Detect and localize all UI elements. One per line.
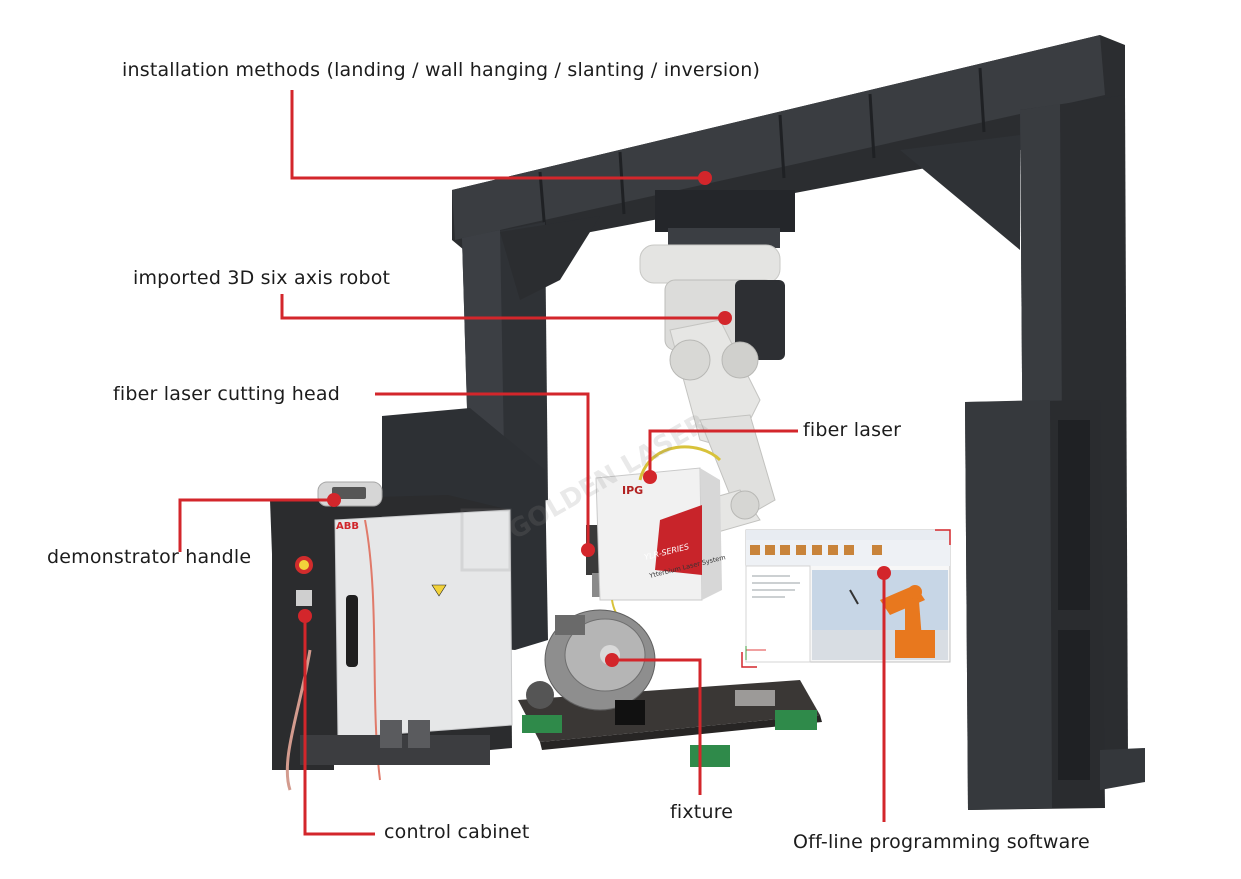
cabinet-door xyxy=(334,509,513,739)
callout-head-line xyxy=(375,392,590,548)
callout-offline-dot xyxy=(877,566,891,580)
fiber-laser-unit: IPG YLR-SERIES Ytterbium Laser System xyxy=(595,445,726,628)
callout-handle-dot xyxy=(327,493,341,507)
callout-installation-dot xyxy=(698,171,712,185)
callout-lines xyxy=(178,90,886,836)
label-six-axis-robot: imported 3D six axis robot xyxy=(133,267,391,289)
label-fiber-laser: fiber laser xyxy=(803,419,902,441)
callout-cabinet-dot xyxy=(298,609,312,623)
label-control-cabinet: control cabinet xyxy=(384,821,530,843)
callout-robot-line xyxy=(280,294,725,320)
label-installation-methods: installation methods (landing / wall han… xyxy=(122,59,761,81)
callout-laser-dot xyxy=(643,470,657,484)
callout-handle-line xyxy=(178,498,333,552)
software-robot-model xyxy=(880,585,935,658)
laser-brand-text: IPG xyxy=(622,484,643,497)
callout-robot-dot xyxy=(718,311,732,325)
callout-head-dot xyxy=(581,543,595,557)
callout-installation-line xyxy=(290,90,705,180)
offline-software-screenshot xyxy=(741,529,951,668)
label-demonstrator-handle: demonstrator handle xyxy=(47,546,252,568)
callout-cabinet-line xyxy=(303,616,375,836)
gantry-top-beam-face xyxy=(452,35,1105,240)
label-cutting-head: fiber laser cutting head xyxy=(113,383,340,405)
callout-fixture-line xyxy=(612,658,702,795)
label-fixture: fixture xyxy=(670,801,734,823)
robot-mount-plate xyxy=(655,190,795,232)
callout-fixture-dot xyxy=(605,653,619,667)
control-cabinet: ABB xyxy=(270,495,513,791)
callout-laser-line xyxy=(648,429,798,475)
cabinet-brand-text: ABB xyxy=(336,521,359,532)
fixture-assembly xyxy=(518,609,822,767)
callout-dots xyxy=(298,171,891,667)
label-offline-software: Off-line programming software xyxy=(793,831,1090,853)
